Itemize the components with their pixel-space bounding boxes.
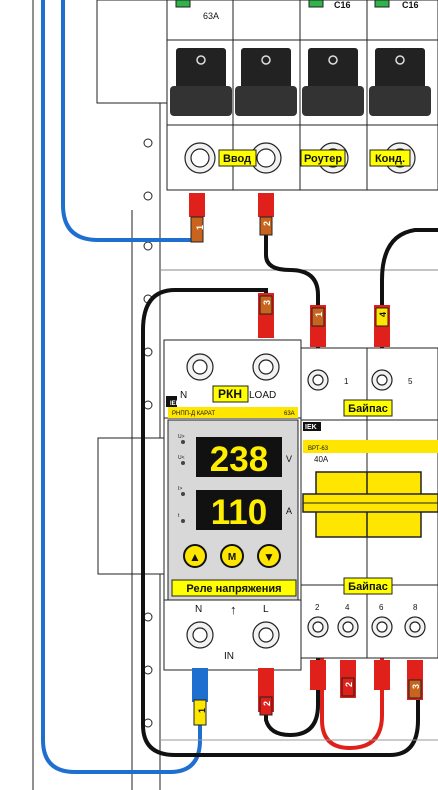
- relay-buttons: ▲ M ▼: [183, 544, 281, 568]
- breaker-main-rating: 63A: [203, 11, 219, 21]
- relay-model: РНПП-Д КАРАТ: [172, 411, 215, 417]
- blue-wire-upper: [61, 0, 197, 242]
- bypass-rating: 40A: [314, 455, 329, 464]
- bypass-terminal-5: 5: [408, 377, 413, 386]
- bypass-top-screws: [307, 369, 393, 391]
- rail-holes: [143, 138, 153, 728]
- menu-button[interactable]: [220, 544, 244, 568]
- wire-marker: 2: [262, 221, 272, 226]
- up-button[interactable]: [183, 544, 207, 568]
- indicator-label: U<: [178, 455, 185, 461]
- menu-label: M: [228, 552, 236, 563]
- up-arrow-icon: ▲: [189, 550, 201, 564]
- bypass-terminal-1: 1: [344, 377, 349, 386]
- up-arrow-icon: ↑: [230, 602, 237, 617]
- label-ac: Конд.: [375, 153, 405, 165]
- indicator-label: U>: [178, 434, 185, 440]
- black-wire-input: [264, 225, 320, 368]
- wire-marker: 3: [262, 300, 272, 305]
- terminal-labels: Ввод Роутер Конд.: [218, 149, 411, 167]
- bypass-label-top: Байпас: [348, 403, 388, 415]
- bypass-brand: IEK: [305, 424, 317, 431]
- relay-caption: Реле напряжения: [186, 583, 281, 595]
- breaker-handle: [170, 48, 232, 116]
- relay-brand: IEK: [170, 401, 181, 407]
- relay-bottom-screws: [186, 621, 280, 649]
- black-wire-router: [380, 228, 438, 368]
- wire-marker: 1: [197, 708, 207, 713]
- voltage-display: 238: [210, 440, 268, 479]
- blue-wire-lower: [41, 0, 202, 774]
- down-button[interactable]: [257, 544, 281, 568]
- relay-load: LOAD: [249, 390, 276, 401]
- breaker-handle: [235, 48, 297, 116]
- bypass-terminal-6: 6: [379, 603, 384, 612]
- breaker-handle: [302, 48, 364, 116]
- relay-title: РКН: [218, 387, 242, 401]
- bypass-terminal-8: 8: [413, 603, 418, 612]
- relay-n-top: N: [180, 390, 187, 401]
- relay-n-bottom: N: [195, 604, 202, 615]
- bypass-model: ВРТ-63: [308, 446, 329, 452]
- black-wire-relay-l: [264, 640, 320, 738]
- current-display: 110: [211, 493, 267, 532]
- wire-marker: 1: [195, 225, 205, 230]
- din-clamp: [97, 437, 165, 575]
- label-router: Роутер: [304, 153, 342, 165]
- bypass-label-bottom: Байпас: [348, 581, 388, 593]
- current-unit: A: [286, 506, 292, 516]
- relay-l-bottom: L: [263, 604, 269, 615]
- wire-marker: 4: [378, 312, 388, 317]
- bypass-bottom-screws: [307, 616, 426, 638]
- bypass-terminal-2: 2: [315, 603, 320, 612]
- panel-frame: [32, 0, 438, 790]
- down-arrow-icon: ▼: [263, 550, 275, 564]
- wire-markers: 1 2 1 3 4 1 2 2 3: [189, 193, 423, 726]
- wire-marker: 3: [411, 684, 421, 689]
- black-wire-load: [141, 288, 420, 757]
- bypass-terminal-4: 4: [345, 603, 350, 612]
- top-breakers: 63A C16 C16: [166, 0, 438, 191]
- indicator-label: I>: [178, 486, 182, 492]
- indicator-label: t: [178, 513, 180, 519]
- relay-indicators: U> U< I> t: [178, 434, 185, 523]
- red-jumper: [320, 640, 384, 751]
- relay-in: IN: [224, 651, 234, 662]
- label-input: Ввод: [223, 153, 251, 165]
- breaker-handle: [369, 48, 431, 116]
- voltage-unit: V: [286, 454, 292, 464]
- breaker-ac-rating: C16: [402, 0, 419, 10]
- wire-marker: 2: [344, 682, 354, 687]
- relay-current-rating: 63A: [284, 411, 295, 417]
- breaker-router-rating: C16: [334, 0, 351, 10]
- relay-top-screws: [186, 353, 280, 381]
- bypass-handle: [302, 471, 438, 538]
- wire-marker: 1: [314, 312, 324, 317]
- wire-marker: 2: [262, 701, 272, 706]
